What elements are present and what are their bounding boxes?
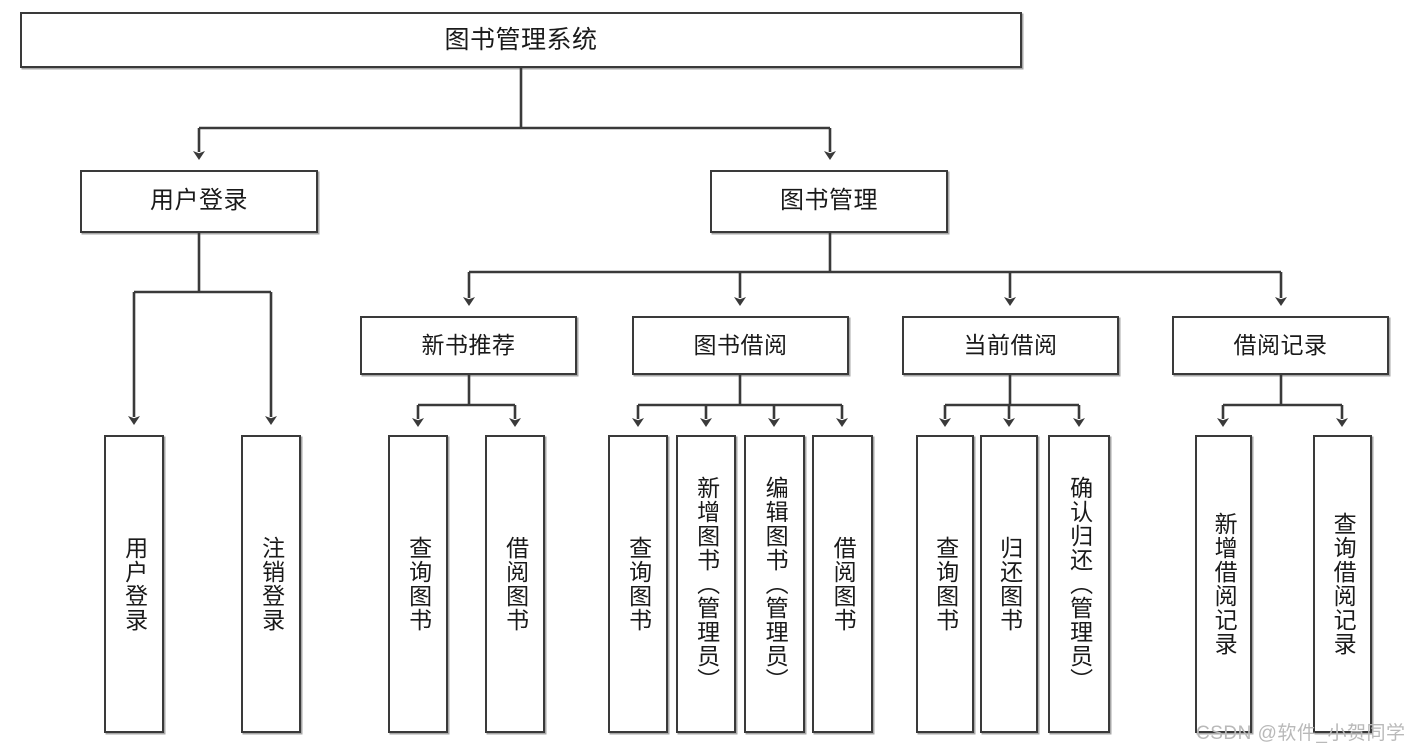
csdn-watermark: CSDN @软件_小贺同学: [1196, 723, 1405, 744]
node-leaf-borrow-book-b[interactable]: 借阅图书: [812, 435, 873, 733]
node-leaf-query-record[interactable]: 查询借阅记录: [1313, 435, 1372, 733]
node-leaf-query-book-b[interactable]: 查询图书: [608, 435, 668, 733]
node-new-book-recommend[interactable]: 新书推荐: [360, 316, 577, 375]
node-label: 新增图书（管理员）: [693, 476, 720, 692]
node-label: 注销登录: [258, 536, 285, 632]
node-leaf-edit-book[interactable]: 编辑图书（管理员）: [744, 435, 805, 733]
node-label: 归还图书: [996, 536, 1023, 632]
node-label: 确认归还（管理员）: [1066, 476, 1093, 692]
node-book-manage[interactable]: 图书管理: [710, 170, 948, 233]
node-label: 查询图书: [405, 536, 432, 632]
node-label: 查询借阅记录: [1330, 512, 1357, 656]
node-label: 查询图书: [625, 536, 652, 632]
node-label: 查询图书: [932, 536, 959, 632]
node-leaf-user-login[interactable]: 用户登录: [104, 435, 164, 733]
node-leaf-logout[interactable]: 注销登录: [241, 435, 301, 733]
node-leaf-query-book-c[interactable]: 查询图书: [916, 435, 974, 733]
node-leaf-confirm-return[interactable]: 确认归还（管理员）: [1048, 435, 1110, 733]
node-leaf-query-book-a[interactable]: 查询图书: [388, 435, 448, 733]
node-label: 编辑图书（管理员）: [762, 476, 789, 692]
node-user-login[interactable]: 用户登录: [80, 170, 318, 233]
node-borrow-record[interactable]: 借阅记录: [1172, 316, 1389, 375]
node-label: 新增借阅记录: [1211, 512, 1238, 656]
node-label: 用户登录: [150, 187, 248, 215]
node-current-borrow[interactable]: 当前借阅: [902, 316, 1119, 375]
node-book-borrow[interactable]: 图书借阅: [632, 316, 849, 375]
node-label: 新书推荐: [421, 331, 516, 358]
node-label: 借阅图书: [830, 536, 857, 632]
node-leaf-add-book[interactable]: 新增图书（管理员）: [676, 435, 736, 733]
node-leaf-borrow-book-a[interactable]: 借阅图书: [485, 435, 545, 733]
node-label: 借阅图书: [502, 536, 529, 632]
node-leaf-add-record[interactable]: 新增借阅记录: [1195, 435, 1252, 733]
node-label: 借阅记录: [1233, 331, 1328, 358]
node-label: 图书借阅: [693, 331, 788, 358]
node-leaf-return-book[interactable]: 归还图书: [980, 435, 1038, 733]
node-label: 用户登录: [121, 536, 148, 632]
node-root-system[interactable]: 图书管理系统: [20, 12, 1022, 68]
node-label: 图书管理: [780, 187, 878, 215]
node-label: 当前借阅: [963, 331, 1058, 358]
node-label: 图书管理系统: [444, 26, 598, 54]
